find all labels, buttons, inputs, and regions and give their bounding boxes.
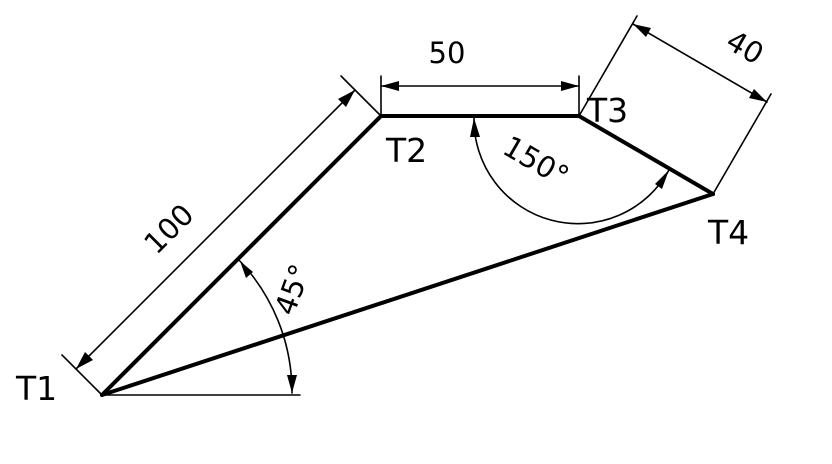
dimension-length-t2-t3: 50 (380, 36, 580, 117)
arrowhead (655, 170, 669, 189)
dimension-label-40: 40 (721, 23, 770, 71)
point-label-t4: T4 (707, 213, 749, 252)
extension-line (61, 354, 103, 396)
arrowhead (76, 352, 93, 369)
extension-line (578, 15, 638, 117)
point-label-t3: T3 (586, 91, 628, 130)
dimension-length-t3-t4: 40 (578, 15, 772, 195)
dimension-length-t1-t2: 100 (61, 75, 382, 396)
angle-t1: 45° (101, 258, 318, 396)
point-label-t1: T1 (15, 369, 57, 408)
extension-line (712, 93, 772, 195)
arrowhead (381, 81, 399, 91)
dimension-line (632, 23, 768, 103)
angle-t3: 150° (470, 117, 670, 225)
edge-t4-t1 (100, 192, 715, 397)
angle-label-150: 150° (497, 129, 575, 193)
arrowhead (561, 81, 579, 91)
arrowhead (749, 89, 767, 102)
outline (100, 114, 715, 397)
edge-t1-t2 (100, 114, 383, 397)
angle-arc (473, 117, 670, 225)
edge-t3-t4 (577, 114, 715, 196)
arrowhead (240, 261, 253, 278)
dimension-label-100: 100 (137, 197, 200, 260)
arrowhead (338, 90, 355, 107)
point-labels: T1 T2 T3 T4 (15, 91, 749, 408)
point-label-t2: T2 (385, 131, 427, 170)
dimension-line (75, 89, 356, 370)
dimension-label-50: 50 (429, 36, 466, 70)
extension-line (340, 75, 382, 117)
arrowhead (633, 24, 651, 37)
angle-label-45: 45° (268, 260, 318, 320)
arrowhead (470, 118, 480, 137)
arrowhead (287, 375, 297, 393)
